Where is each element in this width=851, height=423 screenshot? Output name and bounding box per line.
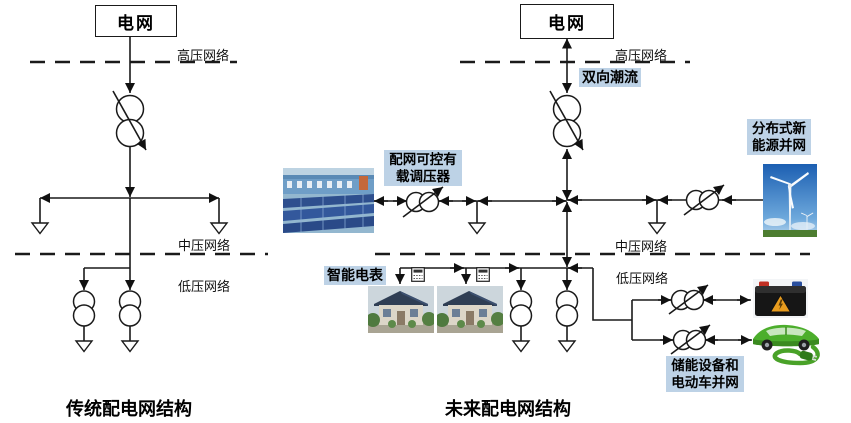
smart-meter-icon [411, 267, 425, 287]
lv-transformer-feeder [555, 268, 579, 353]
mv-zone-label: 中压网络 [615, 239, 668, 254]
grid-source-label: 电网 [117, 13, 155, 33]
left-diagram-lines [15, 35, 268, 353]
smart-meter-icon [476, 267, 490, 287]
grid-source-box: 电网 [520, 4, 614, 39]
smart-house-image [366, 286, 436, 338]
solar-panels-image [283, 168, 374, 238]
transformer-icon [112, 90, 147, 151]
wind-transformer-icon [683, 184, 725, 216]
storage-ev-label: 储能设备和电动车并网 [666, 356, 744, 392]
distributed-renewables-label: 分布式新能源并网 [747, 119, 811, 155]
hv-zone-label: 高压网络 [615, 48, 668, 63]
electric-vehicle-image [750, 317, 822, 373]
voltage-regulator-icon [402, 186, 444, 218]
load-terminal-icon [30, 222, 50, 235]
mv-zone-label: 中压网络 [178, 238, 231, 253]
smart-meter-label: 智能电表 [324, 266, 386, 285]
load-terminal-icon [647, 222, 667, 235]
grid-source-label: 电网 [548, 14, 586, 33]
load-terminal-icon [209, 222, 229, 235]
lv-zone-label: 低压网络 [178, 279, 231, 294]
storage-battery-image [753, 279, 808, 323]
lv-zone-label: 低压网络 [616, 271, 669, 286]
wind-turbine-image [763, 164, 817, 242]
right-diagram-lines [374, 38, 810, 355]
lv-transformer-feeder [509, 268, 533, 353]
transformer-icon [549, 90, 584, 151]
hv-zone-label: 高压网络 [177, 48, 230, 63]
grid-source-box: 电网 [95, 5, 177, 37]
lv-transformer-feeder [118, 268, 142, 353]
lv-transformer-feeder [72, 268, 96, 353]
storage-transformer-icon [668, 284, 709, 315]
right-diagram-caption: 未来配电网结构 [445, 399, 571, 419]
bidirectional-flow-label: 双向潮流 [579, 68, 641, 87]
left-diagram-caption: 传统配电网结构 [66, 399, 192, 419]
load-terminal-icon [467, 222, 487, 235]
ev-transformer-icon [670, 324, 711, 355]
regulator-label: 配网可控有载调压器 [384, 150, 462, 186]
smart-house-image [435, 286, 505, 338]
